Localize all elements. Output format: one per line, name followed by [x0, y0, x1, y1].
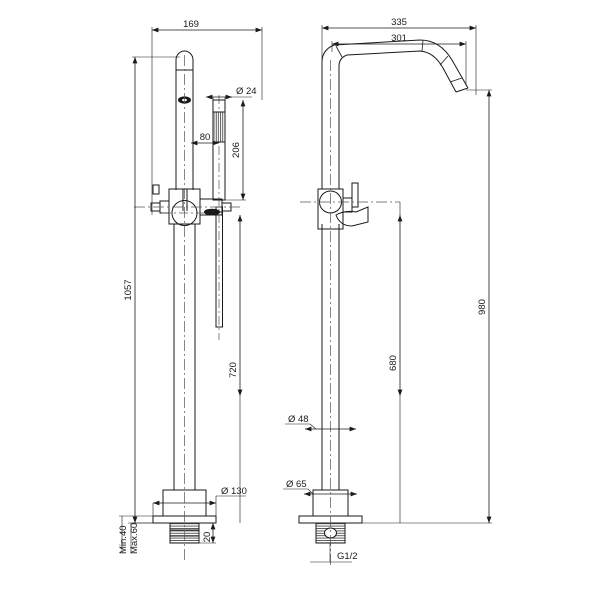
dim-g12-label: G1/2	[337, 551, 358, 562]
side-handle	[335, 182, 369, 227]
riser-top-cap	[175, 50, 194, 71]
dim-301-label: 301	[391, 33, 407, 44]
dim-min40-label: Min.40	[118, 525, 129, 554]
spout-inner-profile	[338, 50, 457, 93]
side-view-dimensions	[283, 25, 492, 563]
dim-206-label: 206	[231, 142, 242, 158]
front-view-dimension-labels: 169 1057 Ø 24 206 80 720 Ø 130 20 Min.40…	[118, 19, 257, 554]
dim-d48-label: Ø 48	[288, 414, 309, 425]
dim-80-label: 80	[200, 132, 211, 143]
dim-335-label: 335	[391, 17, 407, 28]
spout-tip-face	[455, 87, 469, 93]
side-view-dimension-labels: 335 301 980 680 Ø 48 Ø 65 G1/2	[286, 17, 488, 562]
lower-riser-tube	[173, 224, 196, 490]
dim-d65-label: Ø 65	[286, 479, 307, 490]
dim-680-label: 680	[388, 355, 399, 371]
dim-980-label: 980	[477, 299, 488, 315]
dim-d130-label: Ø 130	[221, 486, 247, 497]
dim-720-label: 720	[228, 362, 239, 378]
front-view-dimensions	[119, 27, 263, 552]
dim-1057-label: 1057	[123, 279, 134, 300]
dim-d24-label: Ø 24	[236, 86, 257, 97]
dim-max60-label: Max.60	[129, 523, 140, 554]
dim-169-label: 169	[183, 19, 199, 30]
dim-20-label: 20	[202, 532, 213, 543]
